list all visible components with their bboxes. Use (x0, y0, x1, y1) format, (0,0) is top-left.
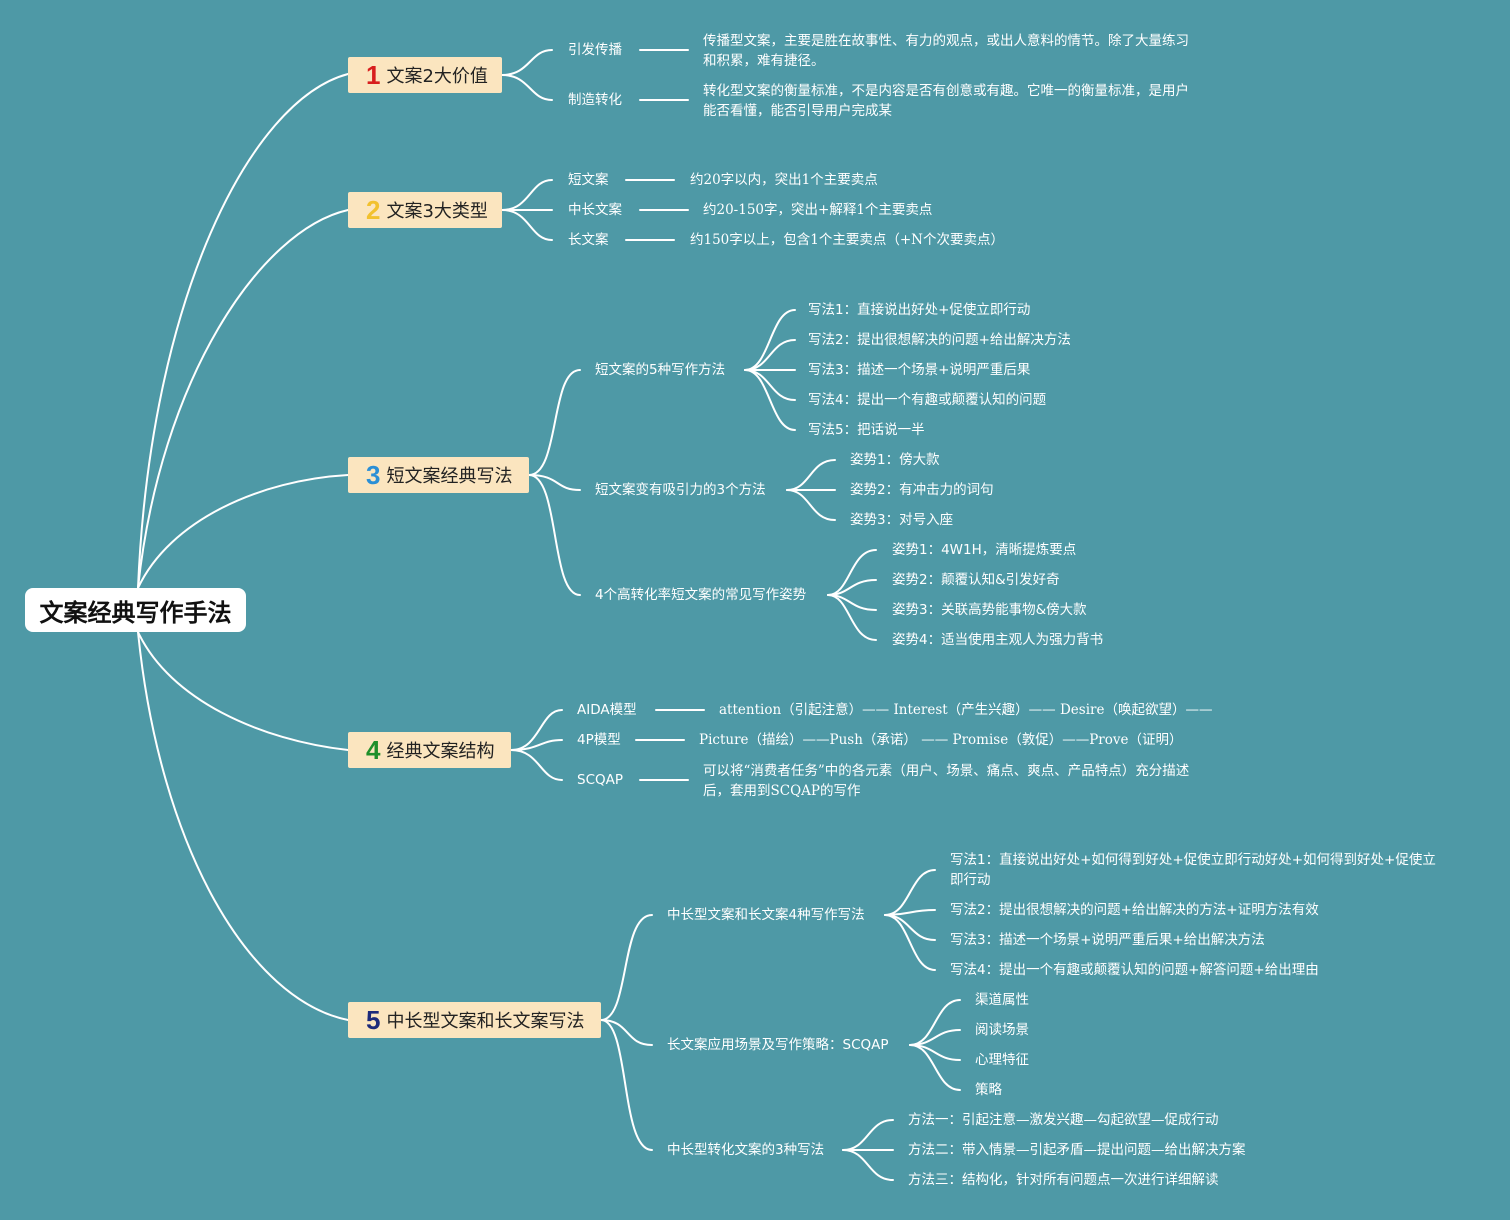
b2-item-1-label[interactable]: 短文案 (568, 172, 609, 188)
branch-2-label: 文案3大类型 (386, 201, 488, 222)
b4-item-1-label[interactable]: AIDA模型 (577, 702, 637, 718)
branch-3-label: 短文案经典写法 (386, 466, 513, 487)
b3-sub-2-label[interactable]: 短文案变有吸引力的3个方法 (595, 482, 766, 498)
b5-sub-3-item[interactable]: 方法三：结构化，针对所有问题点一次进行详细解读 (908, 1172, 1219, 1188)
b4-item-2-note: Picture（描绘）——Push（承诺） —— Promise（敦促）——Pr… (699, 732, 1183, 748)
b2-item-1-note: 约20字以内，突出1个主要卖点 (690, 172, 878, 188)
b1-item-1-note: 传播型文案，主要是胜在故事性、有力的观点，或出人意料的情节。除了大量练习和积累，… (703, 33, 1189, 69)
branch-5[interactable]: 5 中长型文案和长文案写法 (348, 1002, 601, 1038)
branch-4[interactable]: 4 经典文案结构 (348, 732, 511, 768)
b4-item-2-label[interactable]: 4P模型 (577, 732, 621, 748)
b5-sub-1-item[interactable]: 写法4：提出一个有趣或颠覆认知的问题+解答问题+给出理由 (950, 962, 1319, 978)
b1-item-2-note: 转化型文案的衡量标准，不是内容是否有创意或有趣。它唯一的衡量标准，是用户能否看懂… (703, 83, 1189, 119)
b1-item-1-label[interactable]: 引发传播 (568, 42, 622, 58)
branch-3-number: 3 (366, 459, 381, 490)
b3-sub-3-item[interactable]: 姿势2：颠覆认知&引发好奇 (892, 572, 1060, 588)
b5-sub-2-item[interactable]: 心理特征 (975, 1052, 1029, 1068)
b5-sub-2-item[interactable]: 渠道属性 (975, 992, 1029, 1008)
b5-sub-3-label[interactable]: 中长型转化文案的3种写法 (667, 1142, 825, 1158)
b3-sub-1-label[interactable]: 短文案的5种写作方法 (595, 362, 726, 378)
b3-sub-3-item[interactable]: 姿势3：关联高势能事物&傍大款 (892, 602, 1087, 618)
b3-sub-2-item[interactable]: 姿势3：对号入座 (850, 512, 954, 528)
b5-sub-1-item[interactable]: 写法3：描述一个场景+说明严重后果+给出解决方法 (950, 932, 1265, 948)
b5-sub-3-item[interactable]: 方法一：引起注意—激发兴趣—勾起欲望—促成行动 (908, 1112, 1219, 1128)
b4-item-3-label[interactable]: SCQAP (577, 772, 623, 788)
b3-sub-3-item[interactable]: 姿势1：4W1H，清晰提炼要点 (892, 542, 1077, 558)
b4-item-3-note: 可以将“消费者任务”中的各元素（用户、场景、痛点、爽点、产品特点）充分描述后，套… (703, 763, 1190, 799)
b3-sub-2-item[interactable]: 姿势1：傍大款 (850, 452, 940, 468)
branch-1-number: 1 (366, 59, 381, 90)
b5-sub-1-item[interactable]: 写法2：提出很想解决的问题+给出解决的方法+证明方法有效 (950, 902, 1319, 918)
branch-5-label: 中长型文案和长文案写法 (386, 1011, 585, 1032)
b2-item-2-note: 约20-150字，突出+解释1个主要卖点 (703, 202, 933, 218)
b3-sub-3-item[interactable]: 姿势4：适当使用主观人为强力背书 (892, 632, 1104, 648)
b5-sub-1-item[interactable]: 写法1：直接说出好处+如何得到好处+促使立即行动好处+如何得到好处+促使立即行动 (950, 852, 1436, 888)
b3-sub-1-item[interactable]: 写法1：直接说出好处+促使立即行动 (808, 302, 1031, 318)
branch-1-label: 文案2大价值 (386, 66, 488, 87)
b4-item-1-note: attention（引起注意）—— Interest（产生兴趣）—— Desir… (719, 702, 1213, 718)
b2-item-2-label[interactable]: 中长文案 (568, 202, 622, 218)
branch-5-number: 5 (366, 1004, 381, 1035)
branch-4-label: 经典文案结构 (386, 741, 495, 762)
b3-sub-1-item[interactable]: 写法4：提出一个有趣或颠覆认知的问题 (808, 392, 1047, 408)
branch-2[interactable]: 2 文案3大类型 (348, 192, 502, 228)
b3-sub-2-item[interactable]: 姿势2：有冲击力的词句 (850, 482, 994, 498)
root-node[interactable]: 文案经典写作手法 (25, 588, 246, 632)
b5-sub-3-item[interactable]: 方法二：带入情景—引起矛盾—提出问题—给出解决方案 (908, 1142, 1246, 1158)
branch-1[interactable]: 1 文案2大价值 (348, 57, 502, 93)
b5-sub-2-item[interactable]: 阅读场景 (975, 1022, 1029, 1038)
b5-sub-2-item[interactable]: 策略 (975, 1082, 1002, 1098)
branch-4-number: 4 (366, 734, 381, 765)
b5-sub-2-label[interactable]: 长文案应用场景及写作策略：SCQAP (667, 1037, 889, 1053)
b3-sub-1-item[interactable]: 写法2：提出很想解决的问题+给出解决方法 (808, 332, 1071, 348)
b1-item-2-label[interactable]: 制造转化 (568, 92, 622, 108)
b2-item-3-label[interactable]: 长文案 (568, 232, 609, 248)
b3-sub-1-item[interactable]: 写法5：把话说一半 (808, 422, 925, 438)
b2-item-3-note: 约150字以上，包含1个主要卖点（+N个次要卖点） (690, 232, 1004, 248)
branch-3[interactable]: 3 短文案经典写法 (348, 457, 529, 493)
branch-2-number: 2 (366, 194, 381, 225)
b3-sub-3-label[interactable]: 4个高转化率短文案的常见写作姿势 (595, 587, 807, 603)
b5-sub-1-label[interactable]: 中长型文案和长文案4种写作写法 (667, 907, 865, 923)
b3-sub-1-item[interactable]: 写法3：描述一个场景+说明严重后果 (808, 362, 1031, 378)
